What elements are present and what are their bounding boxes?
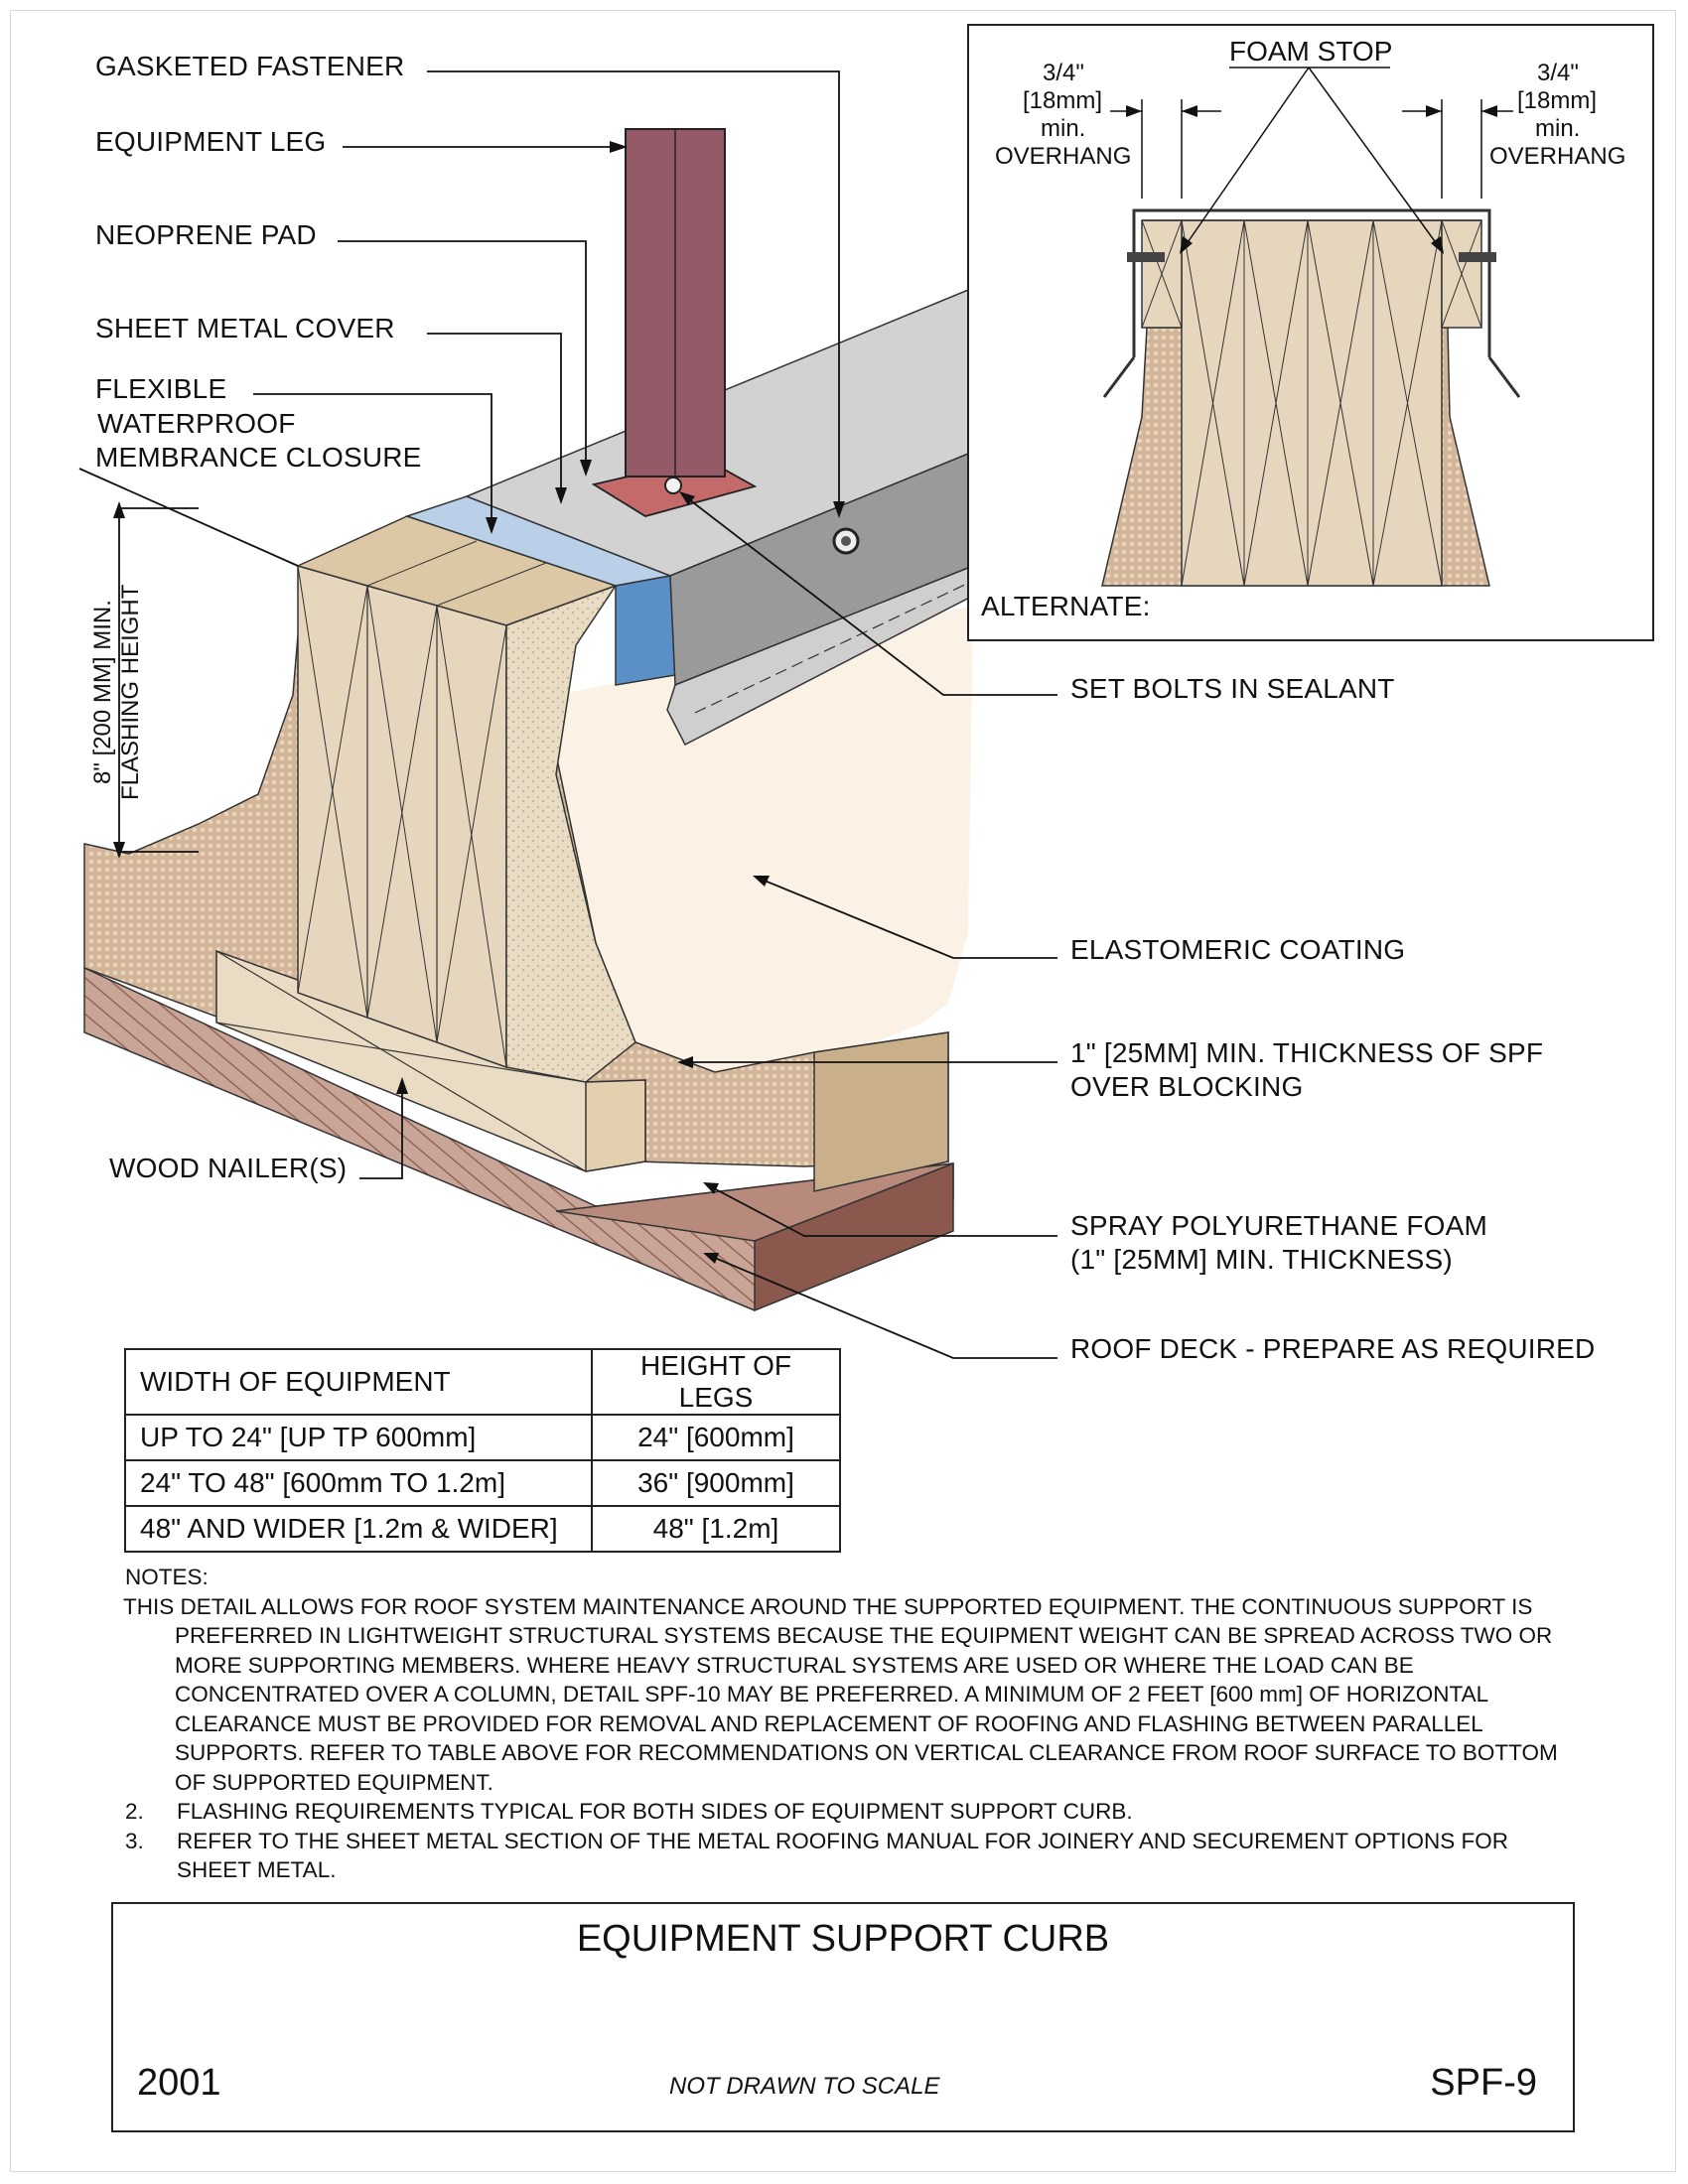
note-3-number: 3.	[125, 1828, 144, 1853]
note-2: FLASHING REQUIREMENTS TYPICAL FOR BOTH S…	[177, 1799, 1133, 1824]
label-sheet-metal-cover: SHEET METAL COVER	[95, 313, 395, 343]
label-neoprene-pad: NEOPRENE PAD	[95, 219, 317, 250]
inset-left-dim-4: OVERHANG	[995, 143, 1132, 170]
membrane-side	[615, 575, 676, 686]
label-elastomeric: ELASTOMERIC COATING	[1070, 934, 1406, 965]
notes-heading: NOTES:	[125, 1565, 209, 1589]
table-cell: UP TO 24" [UP TP 600mm]	[124, 1414, 593, 1461]
inset-wood	[1181, 219, 1443, 587]
leg-height-table: WIDTH OF EQUIPMENT HEIGHT OF LEGS UP TO …	[124, 1348, 841, 1553]
table-row: 48" AND WIDER [1.2m & WIDER] 48" [1.2m]	[124, 1505, 841, 1553]
table-header-width: WIDTH OF EQUIPMENT	[124, 1348, 593, 1416]
title-block: EQUIPMENT SUPPORT CURB 2001 NOT DRAWN TO…	[111, 1902, 1575, 2132]
bolt-icon	[664, 477, 682, 494]
inset-left-dim-2: [18mm]	[1023, 87, 1103, 114]
note-2-number: 2.	[125, 1799, 144, 1824]
note-3: REFER TO THE SHEET METAL SECTION OF THE …	[177, 1828, 1509, 1883]
note-3-row: 3. REFER TO THE SHEET METAL SECTION OF T…	[125, 1827, 1585, 1885]
inset-left-dim-1: 3/4"	[1043, 60, 1084, 86]
label-flexible-line1: FLEXIBLE	[95, 373, 227, 404]
spf-over-blocking	[505, 584, 636, 1083]
inset-right-dim-2: [18mm]	[1517, 87, 1598, 114]
detail-number: SPF-9	[1430, 2062, 1537, 2104]
inset-fastener-left-icon	[1127, 252, 1165, 262]
inset-right-dim-3: min.	[1535, 115, 1581, 142]
inset-left-dim-3: min.	[1041, 115, 1086, 142]
table-cell: 24" TO 48" [600mm TO 1.2m]	[124, 1459, 593, 1507]
table-header-height: HEIGHT OF LEGS	[591, 1348, 841, 1416]
table-cell: 24" [600mm]	[591, 1414, 841, 1461]
drawing-sheet	[10, 10, 1676, 2172]
drawing-year: 2001	[137, 2062, 221, 2104]
table-row: UP TO 24" [UP TP 600mm] 24" [600mm]	[124, 1414, 841, 1461]
notes-section: NOTES: THIS DETAIL ALLOWS FOR ROOF SYSTE…	[123, 1563, 1585, 1885]
inset-sheet-metal-cap	[1132, 208, 1491, 357]
inset-alternate-label: ALTERNATE:	[981, 591, 1151, 621]
drawing-title: EQUIPMENT SUPPORT CURB	[576, 1918, 1110, 1960]
label-wood-nailers: WOOD NAILER(S)	[109, 1153, 348, 1183]
table-cell: 48" [1.2m]	[591, 1505, 841, 1553]
note-1: THIS DETAIL ALLOWS FOR ROOF SYSTEM MAINT…	[123, 1593, 1558, 1795]
label-flashing-height-line2: FLASHING HEIGHT	[117, 584, 144, 800]
label-spf-line2: (1" [25MM] MIN. THICKNESS)	[1070, 1244, 1453, 1275]
inset-right-dim-4: OVERHANG	[1489, 143, 1626, 170]
inset-foam-stop-label: FOAM STOP	[1229, 36, 1393, 67]
sheet-metal-drip	[666, 564, 974, 747]
scale-note: NOT DRAWN TO SCALE	[669, 2073, 940, 2100]
label-flexible-line3: MEMBRANCE CLOSURE	[95, 442, 422, 473]
label-spf-line1: SPRAY POLYURETHANE FOAM	[1070, 1210, 1488, 1241]
arrow	[833, 501, 845, 518]
label-spf-blocking-line2: OVER BLOCKING	[1070, 1071, 1304, 1102]
label-roof-deck: ROOF DECK - PREPARE AS REQUIRED	[1070, 1333, 1596, 1364]
label-gasketed-fastener: GASKETED FASTENER	[95, 51, 405, 81]
label-flashing-height-line1: 8" [200 MM] MIN.	[89, 600, 116, 784]
label-spf-blocking-line1: 1" [25MM] MIN. THICKNESS OF SPF	[1070, 1037, 1544, 1068]
spray-foam-front	[813, 1031, 949, 1192]
table-row: 24" TO 48" [600mm TO 1.2m] 36" [900mm]	[124, 1459, 841, 1507]
label-flexible-line2: WATERPROOF	[97, 408, 296, 439]
label-set-bolts: SET BOLTS IN SEALANT	[1070, 673, 1395, 704]
elastomeric-coating	[551, 606, 973, 1082]
label-equipment-leg: EQUIPMENT LEG	[95, 126, 327, 157]
note-2-row: 2. FLASHING REQUIREMENTS TYPICAL FOR BOT…	[125, 1797, 1585, 1827]
table-cell: 36" [900mm]	[591, 1459, 841, 1507]
inset-right-dim-1: 3/4"	[1537, 60, 1579, 86]
table-cell: 48" AND WIDER [1.2m & WIDER]	[124, 1505, 593, 1553]
table-header-row: WIDTH OF EQUIPMENT HEIGHT OF LEGS	[124, 1348, 841, 1416]
inset-fastener-right-icon	[1459, 252, 1496, 262]
